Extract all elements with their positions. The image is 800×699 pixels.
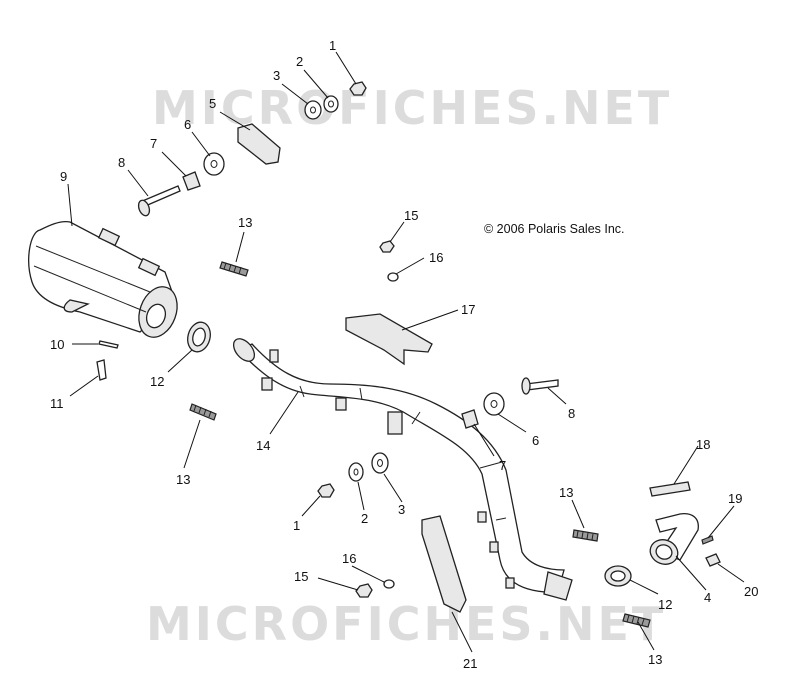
callout-7-right: 7 [499,458,506,473]
callout-6-right: 6 [532,433,539,448]
heat-shield-upper [345,313,433,366]
grommet-right [483,392,505,416]
callout-16-lower: 16 [342,551,356,566]
callout-13-upper: 13 [238,215,252,230]
nut-lower-15 [355,583,373,598]
bolt-right [525,379,559,391]
callout-8-right: 8 [568,406,575,421]
callout-5: 5 [209,96,216,111]
copyright-notice: © 2006 Polaris Sales Inc. [484,222,625,236]
spring-upper [219,261,249,277]
nut-upper-15 [379,240,395,253]
leader-lines [67,51,745,653]
washer-top-small [323,95,339,113]
callout-3-middle: 3 [398,502,405,517]
callout-16-upper: 16 [429,250,443,265]
watermark-top: MICROFICHES.NET [152,81,672,135]
washer-top-large [304,100,322,120]
heat-shield-lower [421,515,467,613]
callout-11: 11 [50,396,64,411]
head-pipe [232,338,573,601]
small-spring-19 [701,535,714,545]
muffler [28,220,178,338]
callout-labels: 1 2 3 5 6 7 8 9 13 15 16 17 10 11 12 13 … [50,38,758,671]
callout-21: 21 [463,656,477,671]
grommet-top [203,152,225,176]
callout-13-right: 13 [559,485,573,500]
sleeve-20 [705,553,721,567]
callout-7-top: 7 [150,136,157,151]
callout-6-top: 6 [184,117,191,132]
callout-9: 9 [60,169,67,184]
callout-15-lower: 15 [294,569,308,584]
callout-15-upper: 15 [404,208,418,223]
spacer-right [461,409,479,429]
pin [98,340,119,349]
callout-17: 17 [461,302,475,317]
spring-lower-left [189,403,217,421]
callout-13-bottom: 13 [648,652,662,667]
spacer-top [182,171,201,191]
callout-19: 19 [728,491,742,506]
flange-pipe [649,512,699,565]
watermark-bottom: MICROFICHES.NET [146,597,666,651]
muffler-bracket [237,123,281,165]
callout-20: 20 [744,584,758,599]
callout-8-top: 8 [118,155,125,170]
callout-1-middle: 1 [293,518,300,533]
callout-3-top: 3 [273,68,280,83]
washer-upper-16 [387,272,399,282]
callout-14: 14 [256,438,270,453]
callout-1-top: 1 [329,38,336,53]
nut-middle [317,483,335,498]
callout-12-left: 12 [150,374,164,389]
callout-4: 4 [704,590,711,605]
callout-10: 10 [50,337,64,352]
washer-lower-16 [383,579,395,589]
spring-right [572,529,599,542]
washer-middle-small [348,462,364,482]
gasket-18 [649,481,691,497]
callout-12-right: 12 [658,597,672,612]
washer-middle-large [371,452,389,474]
spring-bottom [622,613,651,628]
nut-top [349,81,367,96]
callout-2-middle: 2 [361,511,368,526]
callout-18: 18 [696,437,710,452]
callout-2-top: 2 [296,54,303,69]
callout-13-lower-left: 13 [176,472,190,487]
screw-11 [96,359,107,381]
